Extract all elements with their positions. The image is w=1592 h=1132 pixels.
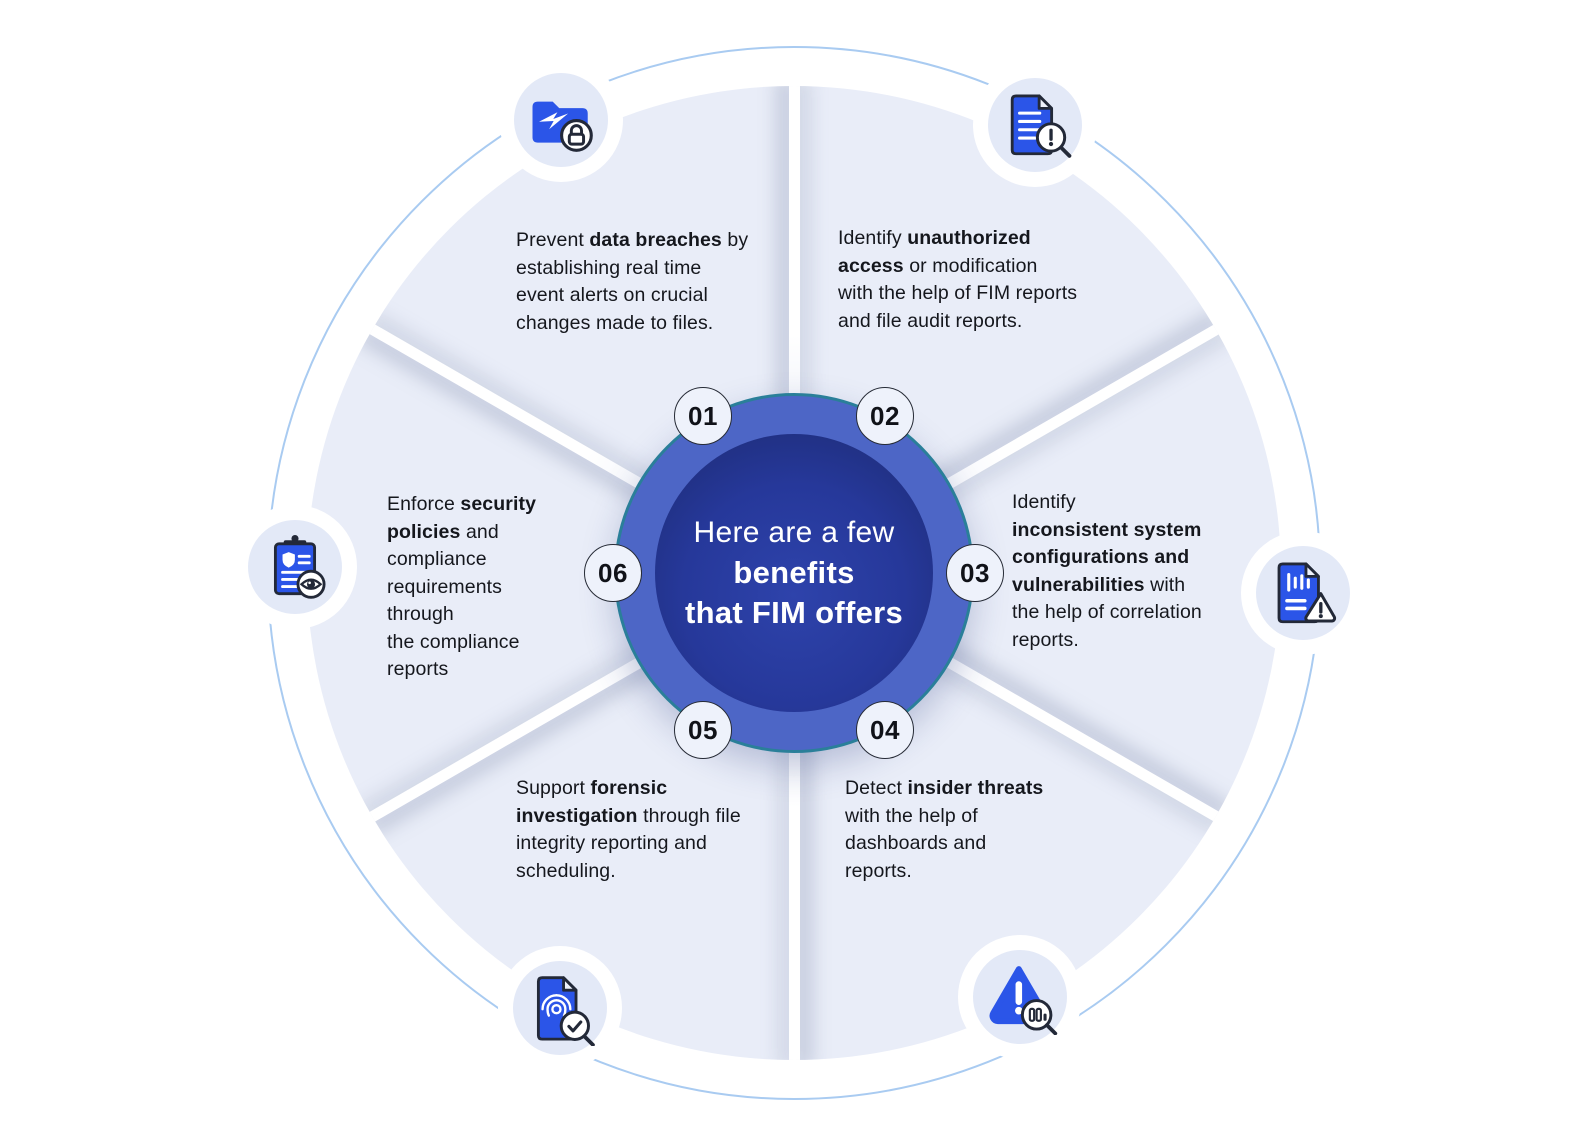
step-badge-03: 03 [946,544,1004,602]
step-badge-02: 02 [856,387,914,445]
hub-circle: Here are a few benefits that FIM offers [655,434,933,712]
report-warning-icon [1256,546,1350,640]
step-badge-06: 06 [584,544,642,602]
hub-title-line3: that FIM offers [684,595,904,630]
icon-pod-01 [499,58,623,182]
step-badge-01: 01 [674,387,732,445]
hub-title-line2: benefits [733,555,855,590]
fingerprint-document-icon [513,961,607,1055]
hub-ring: Here are a few benefits that FIM offers [614,393,974,753]
threat-alert-magnifier-icon [973,950,1067,1044]
hub-title: Here are a few benefits that FIM offers [685,513,903,633]
icon-pod-02 [973,63,1097,187]
icon-pod-03 [1241,531,1365,655]
wedge-divider [788,710,800,1060]
audit-report-magnifier-icon [988,78,1082,172]
icon-pod-04 [958,935,1082,1059]
step-badge-04: 04 [856,701,914,759]
hub-title-line1: Here are a few [693,516,895,549]
icon-pod-05 [498,946,622,1070]
compliance-clipboard-eye-icon [248,520,342,614]
icon-pod-06 [233,505,357,629]
wedge-divider [360,319,679,510]
step-badge-05: 05 [674,701,732,759]
wedge-divider [788,86,800,436]
breach-folder-lock-icon [514,73,608,167]
wedge-divider [909,319,1228,510]
